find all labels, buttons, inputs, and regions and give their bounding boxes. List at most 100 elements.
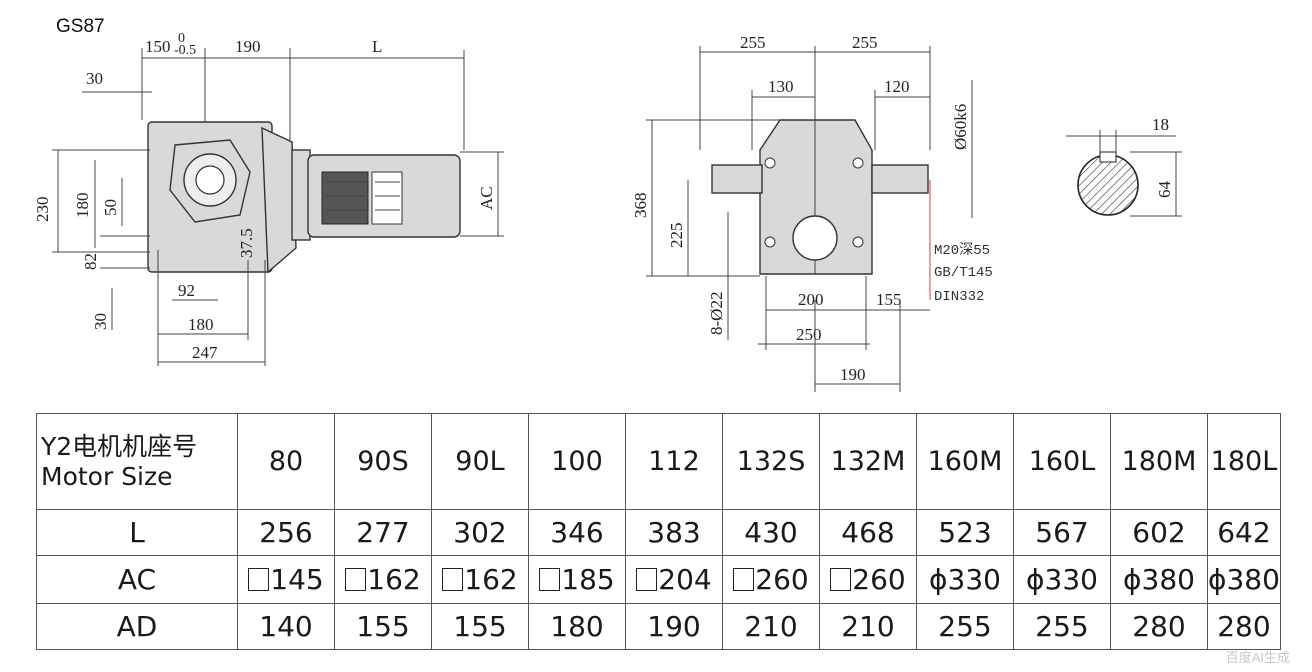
square-section-icon — [442, 568, 464, 591]
table-row-AD: AD 140 155 155 180 190 210 210 255 255 2… — [36, 603, 1281, 650]
square-section-icon — [539, 568, 561, 591]
dim-30-top: 30 — [86, 69, 103, 88]
size-180m: 180M — [1110, 413, 1208, 510]
dim-180-h: 180 — [188, 315, 214, 334]
dim-18: 18 — [1152, 115, 1169, 134]
dim-8-d22: 8-Ø22 — [707, 292, 726, 335]
dim-92: 92 — [178, 281, 195, 300]
table-cell: 190 — [625, 603, 723, 650]
table-cell: 302 — [431, 509, 529, 556]
square-section-icon — [345, 568, 367, 591]
table-header-cell: Y2电机机座号 Motor Size — [36, 413, 238, 510]
dim-247: 247 — [192, 343, 218, 362]
table-cell: 140 — [237, 603, 335, 650]
size-90l: 90L — [431, 413, 529, 510]
table-cell: ϕ330 — [1013, 555, 1111, 604]
table-cell: 642 — [1207, 509, 1281, 556]
ac-value: 185 — [561, 563, 615, 596]
dim-190-front: 190 — [840, 365, 866, 384]
table-cell: 602 — [1110, 509, 1208, 556]
dim-64: 64 — [1155, 181, 1174, 199]
dim-50: 50 — [101, 199, 120, 216]
dim-155: 155 — [876, 290, 902, 309]
table-cell: 523 — [916, 509, 1014, 556]
size-132m: 132M — [819, 413, 917, 510]
table-cell: 155 — [431, 603, 529, 650]
note-gbt145: GB/T145 — [934, 265, 993, 281]
shaft-section: 18 64 — [1066, 115, 1182, 217]
dim-130: 130 — [768, 77, 794, 96]
table-cell: 162 — [431, 555, 529, 604]
table-cell: 260 — [819, 555, 917, 604]
row-label: AC — [36, 555, 238, 604]
square-section-icon — [248, 568, 270, 591]
size-160m: 160M — [916, 413, 1014, 510]
ac-value: 260 — [755, 563, 809, 596]
front-housing — [759, 119, 873, 275]
table-cell: 155 — [334, 603, 432, 650]
header-line-cn: Y2电机机座号 — [41, 431, 198, 461]
dim-150: 150 — [145, 37, 171, 56]
dim-255-right: 255 — [852, 33, 878, 52]
ac-value: 145 — [270, 563, 324, 596]
table-cell: ϕ380 — [1110, 555, 1208, 604]
square-section-icon — [636, 568, 658, 591]
square-section-icon — [733, 568, 755, 591]
table-cell: ϕ380 — [1207, 555, 1281, 604]
table-cell: 567 — [1013, 509, 1111, 556]
motor-size-table: Y2电机机座号 Motor Size 80 90S 90L 100 112 13… — [36, 413, 1281, 650]
dim-AC: AC — [477, 186, 496, 210]
ac-value: ϕ380 — [1123, 563, 1195, 596]
watermark: 百度AI生成 — [1225, 650, 1290, 665]
ac-value: ϕ380 — [1208, 563, 1280, 596]
dim-255-left: 255 — [740, 33, 766, 52]
table-cell: 210 — [722, 603, 820, 650]
row-label: L — [36, 509, 238, 556]
size-112: 112 — [625, 413, 723, 510]
model-title: GS87 — [56, 16, 105, 37]
dim-d60k6: Ø60k6 — [951, 104, 970, 150]
size-160l: 160L — [1013, 413, 1111, 510]
dim-230: 230 — [33, 197, 52, 223]
dim-30-bottom: 30 — [91, 313, 110, 330]
ac-value: 162 — [367, 563, 421, 596]
table-cell: 255 — [916, 603, 1014, 650]
dim-180-v: 180 — [73, 193, 92, 219]
table-cell: 162 — [334, 555, 432, 604]
dim-368: 368 — [631, 193, 650, 219]
table-cell: 280 — [1207, 603, 1281, 650]
dim-200: 200 — [798, 290, 824, 309]
dim-37-5: 37.5 — [237, 228, 256, 258]
size-132s: 132S — [722, 413, 820, 510]
table-cell: 277 — [334, 509, 432, 556]
dim-225: 225 — [667, 223, 686, 249]
table-cell: 256 — [237, 509, 335, 556]
note-din332: DIN332 — [934, 289, 984, 305]
front-view: 255 255 130 120 Ø60k6 368 225 8-Ø22 M20深… — [631, 33, 993, 392]
ac-value: ϕ330 — [1026, 563, 1098, 596]
table-cell: 260 — [722, 555, 820, 604]
table-cell: 204 — [625, 555, 723, 604]
dim-L: L — [372, 37, 382, 56]
size-90s: 90S — [334, 413, 432, 510]
size-180l: 180L — [1207, 413, 1281, 510]
header-line-en: Motor Size — [41, 461, 173, 491]
table-cell: 255 — [1013, 603, 1111, 650]
dim-82: 82 — [81, 253, 100, 270]
table-cell: 430 — [722, 509, 820, 556]
table-cell: 280 — [1110, 603, 1208, 650]
ac-value: 162 — [464, 563, 518, 596]
table-cell: 180 — [528, 603, 626, 650]
size-100: 100 — [528, 413, 626, 510]
ac-value: 204 — [658, 563, 712, 596]
dim-190: 190 — [235, 37, 261, 56]
note-m20: M20深55 — [934, 242, 990, 259]
table-cell: 383 — [625, 509, 723, 556]
dim-250: 250 — [796, 325, 822, 344]
dim-tol-upper: 0 — [178, 31, 185, 46]
table-cell: 346 — [528, 509, 626, 556]
dimension-drawing: GS87 150 0 -0.5 190 L 30 — [33, 16, 1182, 392]
table-cell: 145 — [237, 555, 335, 604]
dim-120: 120 — [884, 77, 910, 96]
